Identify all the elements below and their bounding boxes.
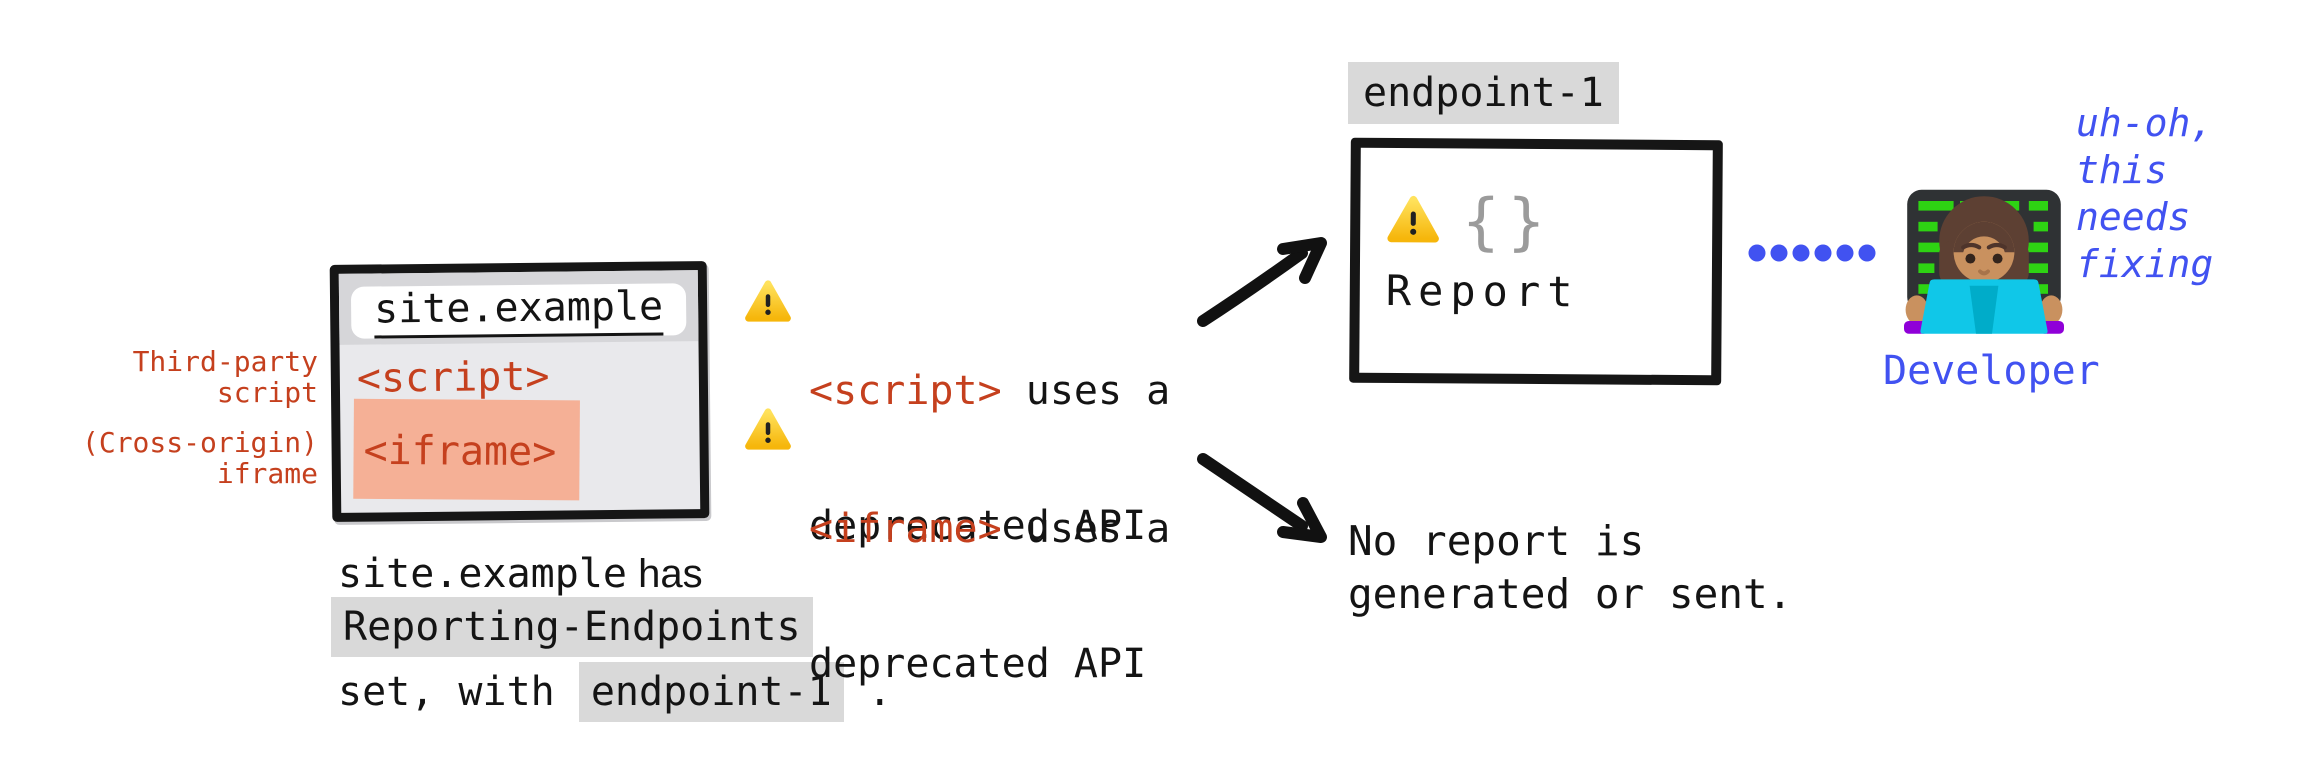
iframe-tag-text: <iframe> — [363, 427, 557, 476]
developer-label: Developer — [1883, 348, 2100, 394]
warning-icon — [745, 408, 791, 450]
caption-line-1: site.example has — [338, 551, 703, 603]
script-tag-text: <script> — [356, 353, 550, 402]
script-warning-line2: deprecated API — [809, 503, 1147, 549]
json-braces-icon: {} — [1462, 184, 1554, 259]
caption-set-with: set, with — [338, 669, 579, 715]
cross-origin-iframe-label: (Cross-origin) iframe — [81, 426, 318, 490]
iframe-warning-text: <iframe> uses a deprecated API — [809, 417, 1170, 762]
iframe-highlight: <iframe> — [353, 398, 580, 501]
caption-has: has — [626, 552, 703, 596]
script-warning-rest: uses a — [1001, 368, 1171, 414]
caption-domain: site.example — [338, 551, 627, 603]
site-browser-window: site.example <script> <iframe> — [329, 261, 710, 522]
endpoint-1-label: endpoint-1 — [1348, 62, 1619, 124]
third-party-script-label: Third-party script — [132, 345, 318, 409]
report-label: Report — [1385, 265, 1580, 317]
arrow-to-no-report-icon — [1197, 453, 1327, 543]
iframe-tag-inline: <iframe> — [809, 506, 1002, 552]
developer-thought-text: uh-oh, this needs fixing — [2076, 101, 2214, 286]
caption-line-2: Reporting-Endpoints — [331, 597, 813, 657]
developer-technologist-emoji — [1904, 189, 2064, 334]
script-tag-inline: <script> — [809, 368, 1002, 414]
caption-period: . — [843, 669, 892, 715]
address-bar: site.example — [350, 283, 687, 339]
endpoint-1-chip: endpoint-1 — [578, 662, 844, 722]
script-warning-text: <script> uses a deprecated API — [809, 279, 1170, 639]
warning-icon — [1387, 195, 1439, 243]
iframe-warning-line2: deprecated API — [809, 641, 1147, 687]
iframe-warning-rest: uses a — [1001, 506, 1171, 552]
warning-icon — [745, 280, 791, 322]
dotted-line — [1748, 244, 1876, 262]
report-endpoint-box: {} Report — [1349, 137, 1723, 386]
site-domain: site.example — [373, 283, 664, 339]
reporting-endpoints-chip: Reporting-Endpoints — [331, 597, 813, 657]
no-report-text: No report is generated or sent. — [1348, 517, 1793, 618]
arrow-to-endpoint-icon — [1197, 237, 1327, 327]
caption-line-3: set, with endpoint-1 . — [338, 662, 892, 722]
